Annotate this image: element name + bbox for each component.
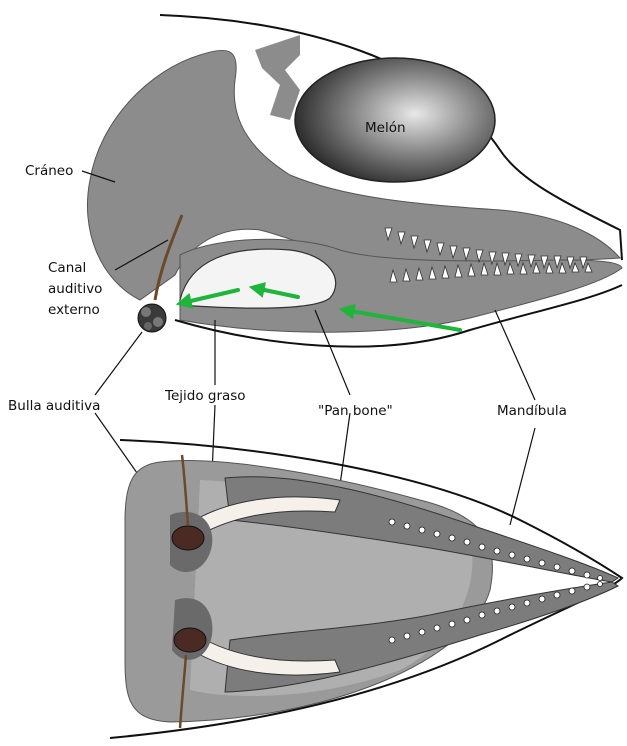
label-melon: Melón [365, 120, 406, 136]
lateral-view: Melón Cráneo Canal auditivo externo [25, 15, 622, 347]
bulla-ventral-upper [172, 526, 204, 550]
label-pan-bone: "Pan bone" [318, 403, 393, 419]
label-mandibula: Mandíbula [497, 403, 567, 419]
label-canal-3: externo [48, 302, 100, 318]
bulla-lateral [138, 304, 166, 332]
label-canal-1: Canal [48, 260, 86, 276]
skull-process [255, 35, 300, 120]
label-tejido: Tejido graso [164, 388, 246, 404]
bulla-ventral-lower [174, 628, 206, 652]
ventral-view [110, 440, 622, 738]
label-craneo: Cráneo [25, 163, 73, 179]
label-canal-2: auditivo [48, 281, 102, 297]
label-bulla: Bulla auditiva [8, 398, 100, 414]
